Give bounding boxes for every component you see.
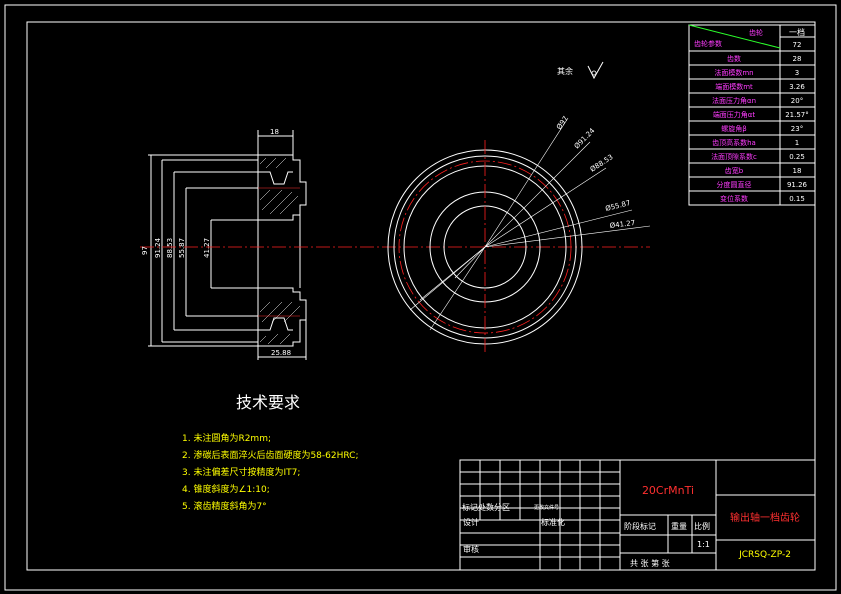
param-label: 变位系数	[720, 194, 748, 203]
sheets-label: 共 张 第 张	[630, 558, 670, 568]
param-value: 23°	[791, 125, 803, 133]
param-value: 0.25	[789, 153, 805, 161]
tech-item: 2. 渗碳后表面淬火后齿面硬度为58-62HRC;	[182, 449, 359, 461]
param-label: 螺旋角β	[721, 124, 746, 133]
dim-bottom-width: 25.88	[271, 349, 291, 357]
scale-value: 1:1	[697, 540, 710, 549]
param-label: 端面模数mt	[715, 82, 753, 91]
param-value: 0.15	[789, 195, 805, 203]
circle-dim-97: Ø97	[555, 115, 570, 131]
param-value: 3.26	[789, 83, 805, 91]
dim-8853: 88.53	[166, 238, 174, 258]
param-label: 法面压力角αn	[712, 96, 756, 105]
param-value: 18	[793, 167, 802, 175]
param-value: 21.57°	[785, 111, 809, 119]
circle-dim-4127: Ø41.27	[609, 219, 635, 230]
outer-frame	[4, 4, 837, 591]
dim-5587: 55.87	[178, 238, 186, 258]
stage-mark: 阶段标记	[624, 521, 656, 531]
part-name: 输出轴一档齿轮	[730, 511, 800, 524]
param-value: 91.26	[787, 181, 808, 189]
designer-label: 设计	[463, 517, 479, 527]
param-value: 28	[793, 55, 802, 63]
circle-dim-5587: Ø55.87	[605, 199, 632, 213]
tech-item: 3. 未注偏差尺寸按精度为IT7;	[182, 466, 300, 478]
material: 20CrMnTi	[642, 484, 694, 497]
weight-label: 重量	[671, 521, 687, 531]
drawing-no: JCRSQ-ZP-2	[738, 550, 791, 560]
dim-97: 97	[141, 246, 149, 255]
front-view	[387, 117, 651, 354]
roughness-note: 其余	[557, 61, 604, 80]
tech-item: 1. 未注圆角为R2mm;	[182, 432, 271, 444]
param-value: 20°	[791, 97, 803, 105]
params-header-right: 一档	[789, 27, 805, 37]
tech-item: 4. 锥度斜度为∠1:10;	[182, 483, 270, 495]
tech-items: 1. 未注圆角为R2mm; 2. 渗碳后表面淬火后齿面硬度为58-62HRC; 3.…	[182, 432, 359, 512]
revision-row: 标记处数分区	[462, 502, 510, 512]
standardize-label: 标准化	[541, 517, 565, 527]
revision-row-small: 更改文件号	[534, 504, 559, 511]
param-label: 齿宽b	[725, 166, 744, 175]
roughness-text: 其余	[557, 66, 573, 76]
param-label: 法面顶隙系数c	[711, 152, 757, 161]
title-block-text: 20CrMnTi 输出轴一档齿轮 JCRSQ-ZP-2 标记处数分区 更改文件号…	[462, 484, 800, 568]
param-label: 分度圆直径	[717, 180, 752, 189]
tech-title: 技术要求	[236, 393, 300, 412]
scale-label: 比例	[694, 521, 710, 531]
params-table: 齿轮 齿轮参数 一档 72 齿数 28 法面模数mn 3 端面模数mt 3.26 法面压力角α…	[688, 24, 816, 206]
param-label: 端面压力角αt	[713, 110, 756, 119]
param-value: 72	[793, 41, 802, 49]
inner-frame	[26, 21, 816, 571]
tech-item: 5. 滚齿精度斜角为7°	[182, 500, 267, 512]
param-value: 1	[795, 139, 799, 147]
dim-top-width: 18	[270, 128, 279, 136]
title-block	[459, 459, 816, 571]
section-view	[148, 130, 307, 360]
dim-4127: 41.27	[203, 238, 211, 258]
param-label: 齿顶高系数ha	[712, 138, 756, 147]
param-label: 齿数	[727, 54, 741, 63]
params-header-diag-bottom: 齿轮参数	[694, 39, 722, 48]
review-label: 审核	[463, 544, 479, 554]
params-header-diag-top: 齿轮	[749, 28, 763, 37]
dim-9124: 91.24	[154, 237, 162, 258]
param-value: 3	[795, 69, 799, 77]
param-label: 法面模数mn	[714, 68, 753, 77]
